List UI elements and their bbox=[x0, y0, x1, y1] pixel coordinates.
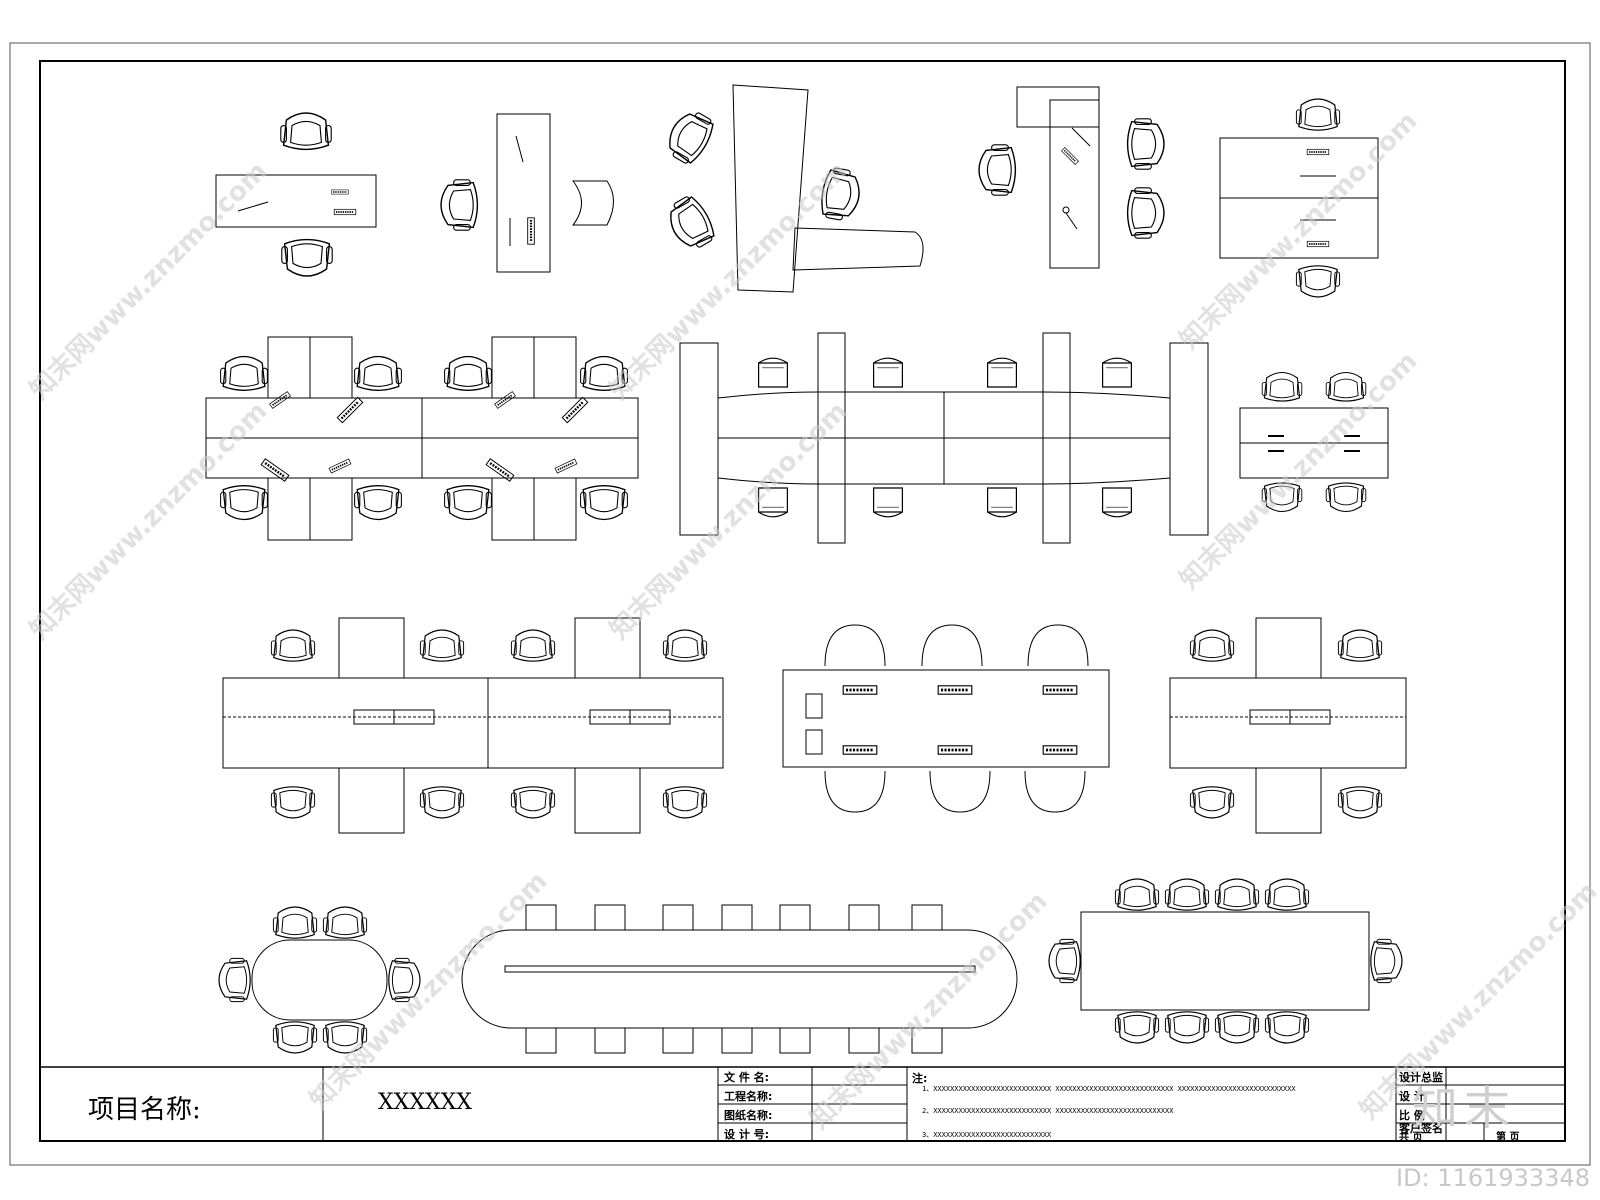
field-design-director: 设计总监 bbox=[1399, 1071, 1443, 1084]
note-line-1: 1、XXXXXXXXXXXXXXXXXXXXXXXXXXXX XXXXXXXXX… bbox=[922, 1085, 1296, 1093]
field-scale: 比 例 bbox=[1399, 1109, 1425, 1122]
rectangular-meeting-table bbox=[1048, 878, 1403, 1044]
field-design-no: 设 计 号: bbox=[724, 1128, 770, 1141]
field-file-name: 文 件 名: bbox=[724, 1071, 770, 1084]
title-block-lines bbox=[40, 1066, 1565, 1141]
image-id-label: ID: 1161933348 bbox=[1396, 1164, 1590, 1192]
desk-group-2 bbox=[440, 113, 614, 273]
outer-border bbox=[9, 42, 1591, 1166]
desk-group-4 bbox=[978, 86, 1165, 269]
racetrack-conference-table bbox=[461, 904, 1018, 1054]
field-project-name: 工程名称: bbox=[724, 1090, 773, 1103]
project-label: 项目名称: bbox=[88, 1095, 201, 1125]
desk-group-5 bbox=[1219, 98, 1379, 298]
desk-group-1 bbox=[215, 112, 377, 277]
cross-workstation-left bbox=[222, 617, 724, 834]
cross-workstation-right bbox=[1169, 617, 1407, 834]
six-person-desk bbox=[782, 624, 1110, 813]
field-client-signature: 客户签名 bbox=[1399, 1122, 1443, 1135]
site-logo: 知末 bbox=[1412, 1081, 1516, 1135]
field-drawing-name: 图纸名称: bbox=[724, 1109, 773, 1122]
desk-group-3 bbox=[660, 84, 924, 293]
oval-meeting-table bbox=[218, 906, 421, 1054]
field-designer: 设 计 bbox=[1399, 1090, 1425, 1103]
note-line-2: 2、XXXXXXXXXXXXXXXXXXXXXXXXXXXX XXXXXXXXX… bbox=[922, 1107, 1174, 1115]
note-line-3: 3、XXXXXXXXXXXXXXXXXXXXXXXXXXXX bbox=[922, 1131, 1052, 1139]
notes-label: 注: bbox=[912, 1072, 928, 1085]
four-person-desk bbox=[1239, 371, 1389, 513]
sheet-number: 第 页 bbox=[1496, 1132, 1520, 1143]
project-value: XXXXXX bbox=[378, 1090, 472, 1115]
inner-border bbox=[39, 60, 1566, 1142]
sheet-total: 共 页 bbox=[1399, 1132, 1423, 1143]
cluster-workstation bbox=[205, 336, 639, 541]
long-bench-desk bbox=[679, 332, 1209, 544]
